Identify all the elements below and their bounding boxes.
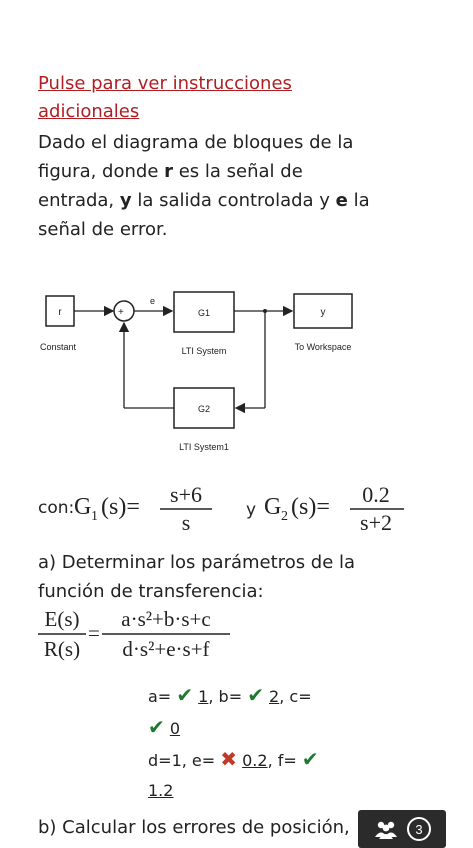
output-symbol: y [321,307,326,318]
sum-minus: - [125,314,129,326]
answer-line-1: a= ✔ 1, b= ✔ 2, c= [148,683,312,707]
g2-arg: (s)= [291,494,330,520]
tf-lhs-num: E(s) [45,607,80,631]
constant-label: Constant [40,342,77,352]
g1-sub: 1 [91,509,98,524]
answer-b[interactable]: 2 [269,687,280,706]
question-a: a) Determinar los parámetros de la funci… [38,552,356,602]
cross-icon: ✖ [220,747,238,771]
and-label: y [246,500,256,520]
answer-line-2: ✔ 0 [148,712,388,744]
g1-label: LTI System [182,346,227,356]
g2-denominator: s+2 [360,510,392,534]
users-icon [375,821,397,839]
constant-symbol: r [58,307,62,318]
check-icon: ✔ [247,683,264,707]
g1-g2-equations: G 1 (s)= s+6 s y G 2 (s)= 0.2 s+2 [74,482,404,534]
check-icon: ✔ [301,747,319,771]
answer-f[interactable]: 1.2 [148,781,174,800]
g2-lhs: G [264,494,281,520]
g2-symbol: G2 [198,404,210,414]
instructions-link[interactable]: Pulse para ver instrucciones adicionales [38,73,292,122]
question-b: b) Calcular los errores de posición, [38,817,350,838]
answers-block: a= ✔ 1, b= ✔ 2, c= ✔ 0 d=1, e= ✖ 0.2, f=… [148,680,388,806]
transfer-function-formula: E(s) R(s) = a·s²+b·s+c d·s²+e·s+f [38,607,230,661]
tf-denominator: d·s²+e·s+f [122,637,209,661]
g1-arg: (s)= [101,494,140,520]
answer-c[interactable]: 0 [169,719,181,738]
constant-block [45,295,75,327]
problem-statement: Dado el diagrama de bloques de la figura… [38,132,370,240]
error-label: e [150,296,155,306]
tf-numerator: a·s²+b·s+c [121,607,210,631]
answer-a[interactable]: 1 [198,687,209,706]
output-label: To Workspace [295,342,352,352]
answer-line-3: d=1, e= ✖ 0.2, f= ✔ [148,747,319,771]
tf-lhs-den: R(s) [44,637,80,661]
tf-equals: = [88,621,100,645]
sum-junction [113,300,135,322]
g2-sub: 2 [281,509,288,524]
g1-block [173,291,235,333]
participants-button[interactable]: 3 [358,810,446,848]
con-label: con: [38,498,75,518]
transfer-functions-definition: con: G 1 (s)= s+6 s y G 2 (s)= 0.2 s+2 [38,478,438,534]
answer-line-4: 1.2 [148,776,388,806]
output-block [293,293,353,329]
g1-symbol: G1 [198,308,210,318]
g1-lhs: G [74,494,91,520]
g2-label: LTI System1 [179,442,229,452]
g2-numerator: 0.2 [362,482,390,507]
participants-count: 3 [407,817,431,841]
g1-denominator: s [182,510,191,534]
check-icon: ✔ [148,715,165,739]
g1-numerator: s+6 [170,482,202,507]
sum-plus: + [118,307,124,318]
answer-e[interactable]: 0.2 [242,751,268,770]
answer-d: d=1, [148,751,187,770]
check-icon: ✔ [176,683,194,707]
block-diagram: r Constant + - e G1 LTI System y To Work… [40,291,353,452]
